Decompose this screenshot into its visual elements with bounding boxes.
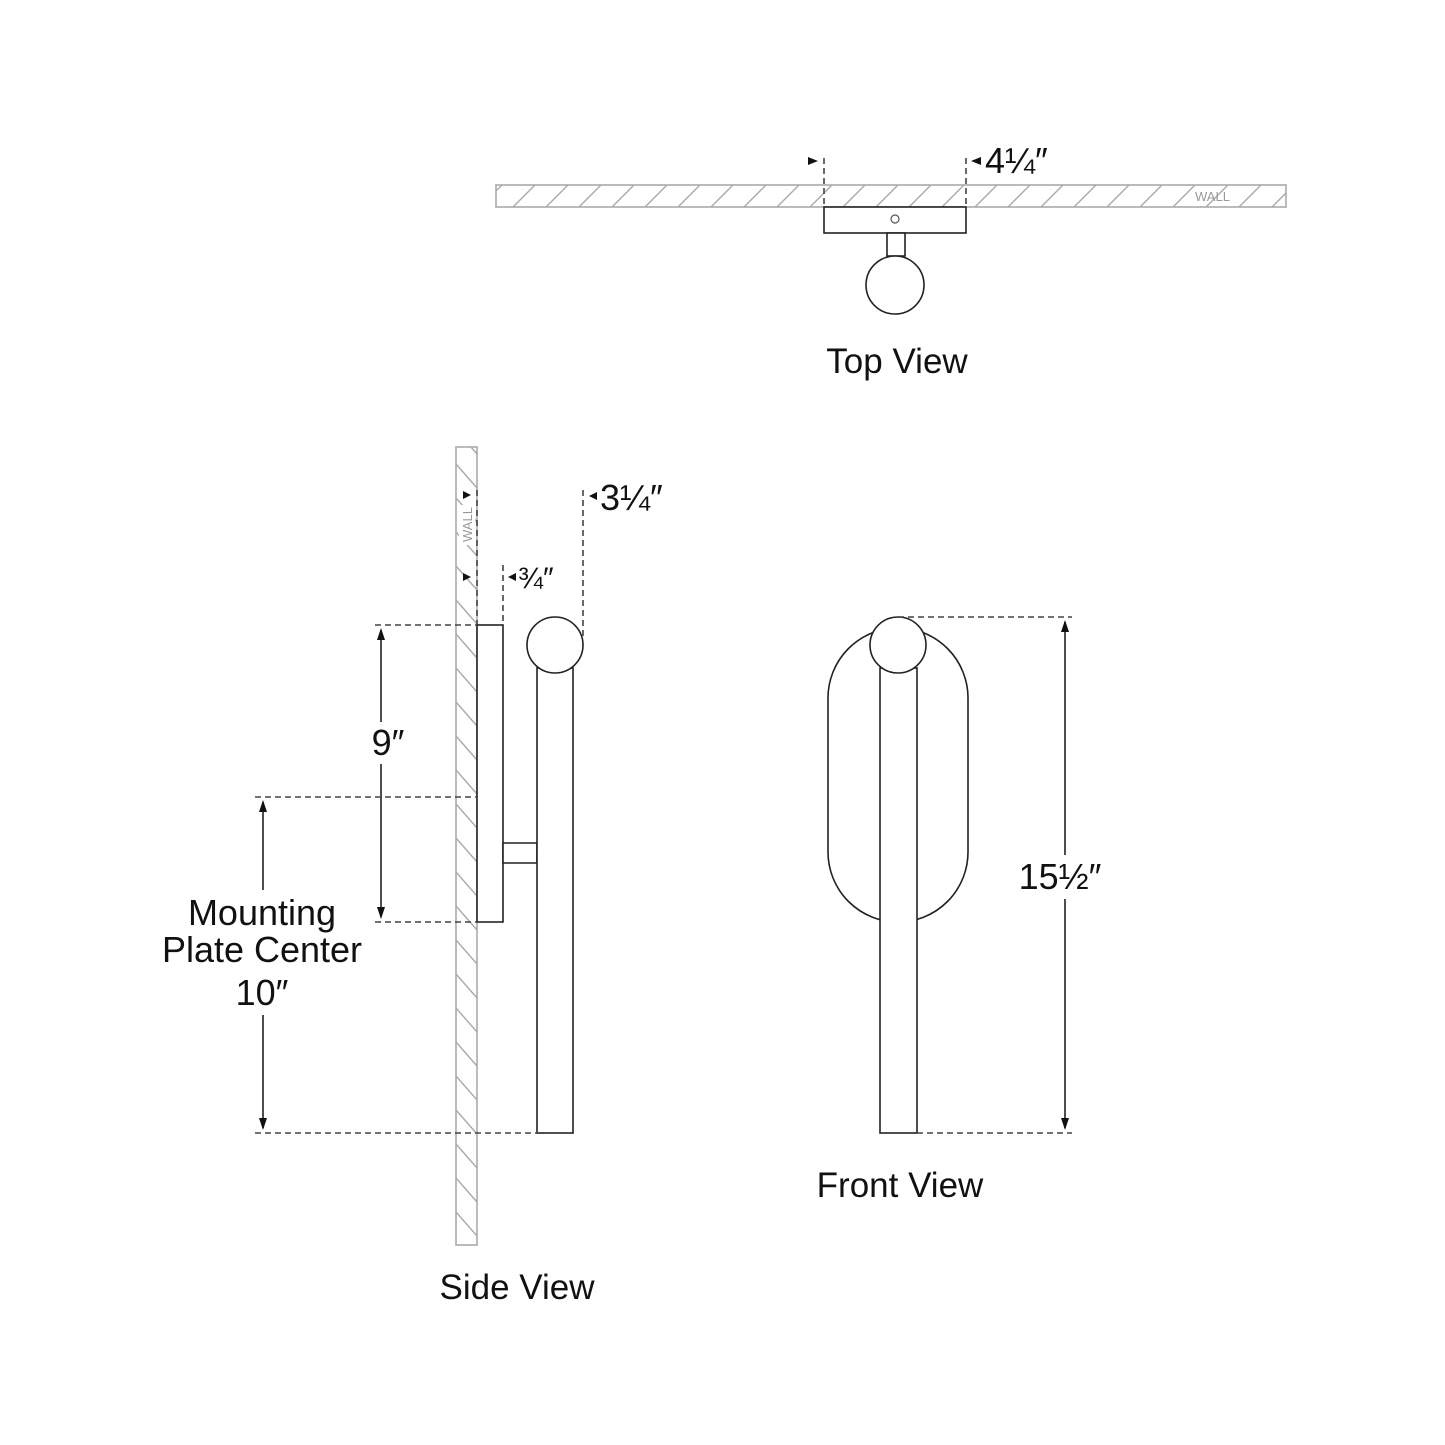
mounting-label-line1: Mounting xyxy=(188,892,336,933)
arrow-left-icon xyxy=(508,573,516,581)
hatch-line xyxy=(644,185,668,207)
hatch-line xyxy=(456,1075,477,1101)
hatch-line xyxy=(456,871,477,897)
hatch-line xyxy=(456,599,477,625)
hatch-line xyxy=(611,185,635,207)
hatch-line xyxy=(456,1177,477,1203)
nine-label-bg xyxy=(360,722,404,764)
hatch-line xyxy=(456,803,477,829)
mounting-dimension: 10″ xyxy=(236,972,289,1013)
front-globe xyxy=(869,616,927,674)
side-mounting-plate xyxy=(476,624,504,923)
side-view-title: Side View xyxy=(439,1268,595,1307)
side-rod xyxy=(536,667,574,1134)
hatch-line xyxy=(1007,185,1031,207)
hatch-line xyxy=(908,185,932,207)
side-wall xyxy=(455,446,478,1246)
arrow-left-icon xyxy=(589,492,597,500)
front-view: 15½″ Front View xyxy=(817,616,1107,1205)
hatch-line xyxy=(974,185,998,207)
top-wall-hatch xyxy=(496,185,1286,207)
plate-height-dimension: 9″ xyxy=(372,722,405,763)
arrow-right-icon xyxy=(808,157,818,165)
hatch-line xyxy=(456,939,477,965)
height-label-bg xyxy=(1015,855,1107,899)
hatch-line xyxy=(809,185,833,207)
top-view: WALL 4¼″ Top View xyxy=(495,140,1287,381)
hatch-line xyxy=(941,185,965,207)
total-depth-dimension: 3¼″ xyxy=(600,477,663,518)
hatch-line xyxy=(496,185,503,192)
front-rod xyxy=(879,667,918,1134)
screw-icon xyxy=(890,214,900,224)
hatch-line xyxy=(677,185,701,207)
hatch-line xyxy=(1172,185,1196,207)
hatch-line xyxy=(456,1246,477,1270)
hatch-line xyxy=(456,463,477,489)
hatch-line xyxy=(1040,185,1064,207)
top-globe xyxy=(865,255,925,315)
arrow-right-icon xyxy=(463,573,471,581)
hatch-line xyxy=(1139,185,1163,207)
hatch-line xyxy=(456,1109,477,1135)
hatch-line xyxy=(456,735,477,761)
mounting-label-bg xyxy=(150,890,375,1015)
hatch-line xyxy=(743,185,767,207)
hatch-line xyxy=(469,447,477,455)
hatch-line xyxy=(456,905,477,931)
top-view-title: Top View xyxy=(826,342,968,381)
hatch-line xyxy=(512,185,536,207)
mounting-label-line2: Plate Center xyxy=(162,929,362,970)
top-wall-label: WALL xyxy=(1195,189,1230,204)
hatch-line xyxy=(456,1143,477,1169)
hatch-line xyxy=(1238,185,1262,207)
plate-depth-dimension: ¾″ xyxy=(518,562,554,595)
hatch-line xyxy=(456,973,477,999)
hatch-line xyxy=(710,185,734,207)
hatch-line xyxy=(456,701,477,727)
side-arm xyxy=(502,842,538,864)
hatch-line xyxy=(1106,185,1130,207)
hatch-line xyxy=(1205,185,1229,207)
hatch-line xyxy=(456,667,477,693)
hatch-line xyxy=(456,1211,477,1237)
top-width-dimension: 4¼″ xyxy=(985,140,1048,181)
hatch-line xyxy=(1271,192,1286,207)
hatch-line xyxy=(1073,185,1097,207)
side-view: WALL ¾″ 3¼″ 9″ Mounting Plate Center 10″… xyxy=(150,446,663,1307)
front-height-dimension: 15½″ xyxy=(1019,856,1102,897)
top-stem xyxy=(886,232,906,257)
front-view-title: Front View xyxy=(817,1166,984,1205)
hatch-line xyxy=(875,185,899,207)
hatch-line xyxy=(456,1041,477,1067)
top-mounting-plate xyxy=(823,206,967,234)
hatch-line xyxy=(842,185,866,207)
hatch-line xyxy=(456,837,477,863)
side-globe xyxy=(526,616,584,674)
hatch-line xyxy=(545,185,569,207)
hatch-line xyxy=(456,769,477,795)
side-wall-label: WALL xyxy=(460,507,475,542)
arrow-right-icon xyxy=(463,491,471,499)
hatch-line xyxy=(456,633,477,659)
hatch-line xyxy=(456,1007,477,1033)
arrow-left-icon xyxy=(971,157,981,165)
wall-label-bg xyxy=(459,505,475,545)
hatch-line xyxy=(776,185,800,207)
hatch-line xyxy=(578,185,602,207)
